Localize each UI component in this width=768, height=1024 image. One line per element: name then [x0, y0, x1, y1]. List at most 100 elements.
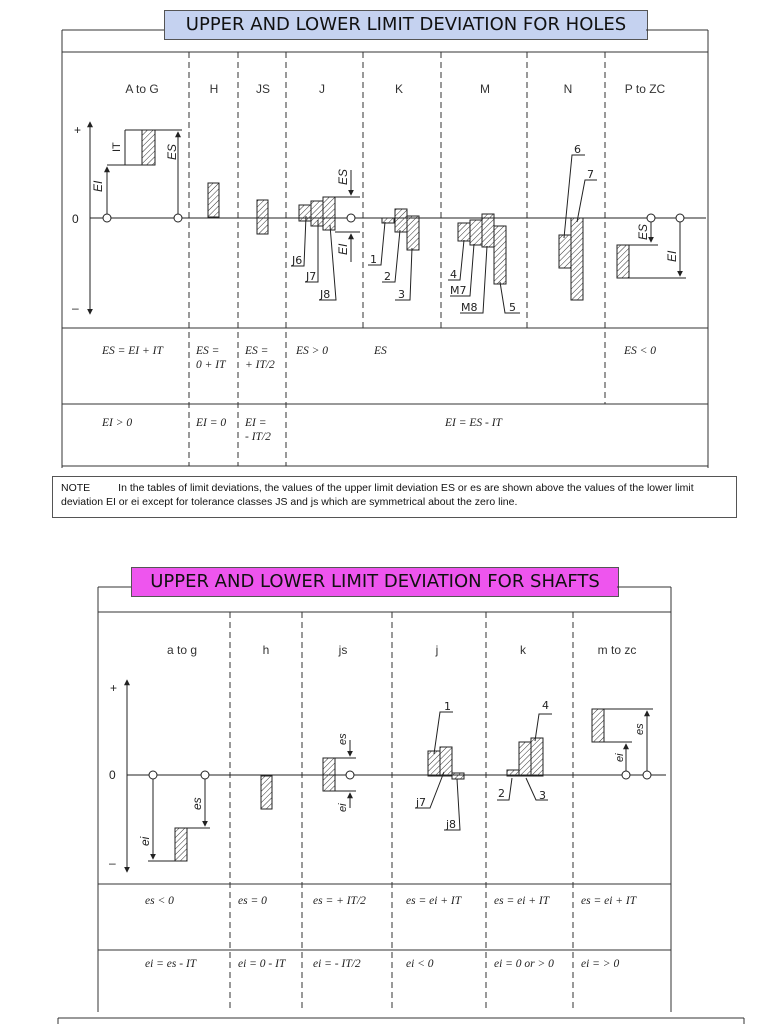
- holes-j-ei-label: EI: [336, 243, 350, 255]
- holes-k2-label: 2: [384, 270, 391, 283]
- shafts-es-j: es = ei + IT: [406, 895, 462, 907]
- shafts-js-es-label: es: [337, 733, 349, 745]
- holes-ei-h: EI = 0: [196, 417, 227, 429]
- tolerance-zone-2: [394, 208, 408, 233]
- shafts-es-h: es = 0: [238, 895, 267, 907]
- shafts-m-ei-label: ei: [614, 753, 626, 762]
- holes-axis-minus: –: [72, 301, 79, 315]
- shafts-j7-label: j7: [415, 796, 426, 809]
- shafts-es-label: es: [190, 797, 204, 810]
- holes-m4-label: 4: [450, 268, 457, 281]
- holes-m7-label: M7: [450, 284, 467, 297]
- tolerance-zone: [616, 244, 630, 279]
- holes-k3-label: 3: [398, 288, 405, 301]
- tolerance-zone-4: [530, 737, 544, 777]
- tolerance-zone: [322, 757, 336, 792]
- holes-column-dividers: [188, 52, 606, 466]
- tolerance-zone-3: [518, 741, 532, 777]
- holes-ei-js: EI = - IT/2: [245, 417, 271, 443]
- shafts-j-diagram: [415, 711, 465, 831]
- tolerance-zone-3: [406, 215, 420, 251]
- tolerance-zone-6: [558, 234, 572, 269]
- shafts-diagram: + 0 – ei es es ei: [57, 586, 745, 1024]
- shafts-axis-plus: +: [110, 681, 117, 695]
- shafts-ei-js: ei = - IT/2: [313, 958, 361, 970]
- holes-es-js: ES = + IT/2: [245, 345, 275, 371]
- holes-es-p-to-zc: ES < 0: [624, 345, 657, 357]
- shafts-ei-k: ei = 0 or > 0: [494, 958, 554, 970]
- holes-column-n: N: [563, 82, 573, 96]
- shafts-column-js: js: [338, 643, 348, 657]
- zero-marker-circle: [173, 213, 183, 223]
- tolerance-zone: [141, 129, 156, 166]
- shafts-k-diagram: [497, 713, 552, 801]
- holes-js-tolerance-zone: [256, 199, 269, 235]
- shafts-title: UPPER AND LOWER LIMIT DEVIATION FOR SHAF…: [131, 567, 619, 597]
- shafts-m-to-zc-diagram: [591, 708, 653, 780]
- holes-j6-label: J6: [291, 254, 302, 267]
- tolerance-zone-m7: [469, 219, 483, 246]
- shafts-axis-minus: –: [109, 856, 116, 870]
- holes-es-a-to-g: ES = EI + IT: [102, 345, 163, 357]
- shafts-js-ei-label: ei: [337, 803, 349, 812]
- zero-marker-circle: [102, 213, 112, 223]
- shafts-column-dividers: [229, 612, 574, 1012]
- holes-h-tolerance-zone: [207, 182, 220, 218]
- holes-p-es-label: ES: [636, 224, 650, 240]
- tolerance-zone-j6: [298, 204, 312, 222]
- shafts-column-k: k: [520, 643, 526, 657]
- shafts-es-a-to-g: es < 0: [145, 895, 174, 907]
- holes-axis-plus: +: [74, 123, 81, 137]
- shafts-ei-h: ei = 0 - IT: [238, 958, 286, 970]
- shafts-axis-zero: 0: [109, 768, 116, 782]
- holes-p-to-zc-diagram: [616, 213, 686, 279]
- tolerance-zone: [591, 708, 605, 743]
- tolerance-zone-j8: [322, 196, 336, 231]
- holes-title: UPPER AND LOWER LIMIT DEVIATION FOR HOLE…: [164, 10, 648, 40]
- holes-j-es-label: ES: [336, 169, 350, 185]
- tolerance-zone-j7: [439, 746, 453, 777]
- holes-ei-label: EI: [91, 180, 105, 192]
- shafts-k2-label: 2: [498, 787, 505, 800]
- shafts-es-k: es = ei + IT: [494, 895, 550, 907]
- shafts-table-frame: [57, 586, 745, 1024]
- holes-column-p-to-zc: P to ZC: [624, 82, 666, 96]
- holes-table-frame: [61, 29, 709, 468]
- holes-diagram: + 0 – IT EI ES: [61, 29, 709, 468]
- shafts-js-diagram: [322, 740, 356, 808]
- shafts-es-js: es = + IT/2: [313, 895, 366, 907]
- shafts-k3-label: 3: [539, 789, 546, 802]
- holes-ei-j-to-n: EI = ES - IT: [445, 417, 502, 429]
- holes-column-js: JS: [255, 82, 271, 96]
- holes-j8-label: J8: [319, 288, 330, 301]
- shafts-ei-m-to-zc: ei = > 0: [581, 958, 620, 970]
- shafts-j1-label: 1: [444, 700, 451, 713]
- holes-k-diagram: [368, 208, 420, 301]
- tolerance-zone: [174, 827, 188, 862]
- tolerance-zone-m8: [481, 213, 495, 248]
- tolerance-zone-5: [493, 225, 507, 285]
- tolerance-zone-1: [381, 217, 395, 224]
- tolerance-zone-4: [457, 222, 471, 242]
- holes-es-h: ES = 0 + IT: [196, 345, 226, 371]
- shafts-k4-label: 4: [542, 699, 549, 712]
- tolerance-zone-j8: [451, 772, 465, 780]
- holes-column-j: J: [319, 82, 325, 96]
- holes-column-h: H: [209, 82, 219, 96]
- shafts-es-m-to-zc: es = ei + IT: [581, 895, 637, 907]
- holes-m-diagram: [448, 213, 520, 314]
- shafts-ei-a-to-g: ei = es - IT: [145, 958, 197, 970]
- shafts-ei-label: ei: [138, 836, 152, 846]
- holes-m8-label: M8: [461, 301, 478, 314]
- shafts-column-h: h: [262, 643, 270, 657]
- tolerance-zone-2: [506, 769, 520, 777]
- holes-a-to-g-diagram: [102, 129, 183, 223]
- holes-column-m: M: [480, 82, 490, 96]
- note-text: In the tables of limit deviations, the v…: [61, 482, 694, 508]
- holes-j7-label: J7: [305, 270, 316, 283]
- holes-ei-a-to-g: EI > 0: [102, 417, 133, 429]
- holes-m5-label: 5: [509, 301, 516, 314]
- holes-es-j: ES > 0: [296, 345, 329, 357]
- shafts-j8-label: j8: [445, 818, 456, 831]
